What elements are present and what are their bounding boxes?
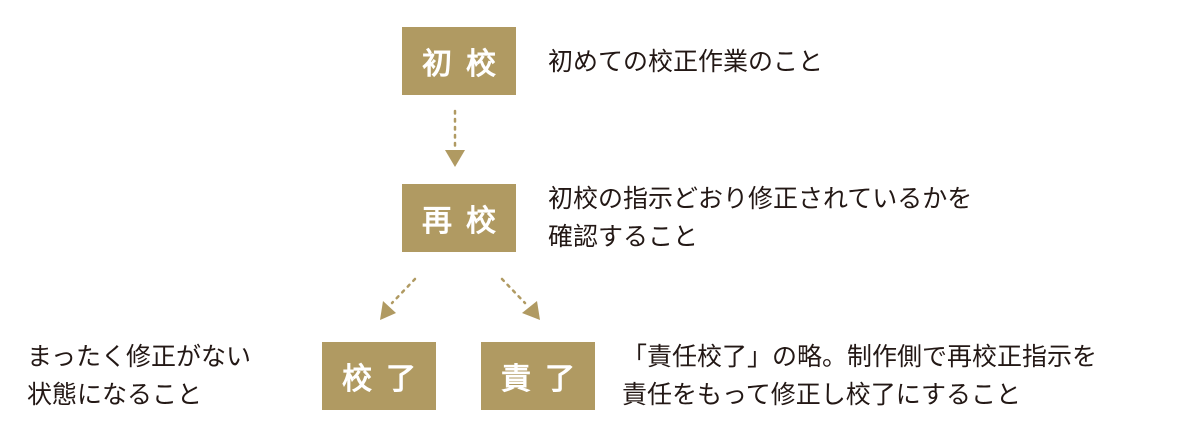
- node-shoko: 初校: [402, 27, 516, 95]
- desc-line: 確認すること: [548, 222, 699, 251]
- node-saiko: 再校: [402, 184, 516, 252]
- desc-kouryo: まったく修正がない 状態になること: [27, 338, 251, 414]
- desc-line: 責任をもって修正し校了にすること: [622, 380, 1022, 409]
- desc-line: 初校の指示どおり修正されているかを: [548, 184, 973, 213]
- arrow-saiko-to-sekiryo: [500, 277, 540, 320]
- desc-sekiryo: 「責任校了」の略。制作側で再校正指示を 責任をもって修正し校了にすること: [622, 338, 1097, 414]
- node-sekiryo: 責了: [481, 342, 595, 410]
- arrow-saiko-to-kouryo: [380, 277, 417, 320]
- desc-shoko: 初めての校正作業のこと: [548, 43, 823, 81]
- node-kouryo: 校了: [322, 342, 436, 410]
- arrow-shoko-to-saiko: [445, 109, 465, 167]
- desc-line: まったく修正がない: [27, 342, 252, 371]
- desc-saiko: 初校の指示どおり修正されているかを 確認すること: [548, 180, 972, 256]
- desc-line: 「責任校了」の略。制作側で再校正指示を: [622, 342, 1098, 371]
- desc-line: 状態になること: [27, 380, 203, 409]
- desc-line: 初めての校正作業のこと: [548, 47, 824, 76]
